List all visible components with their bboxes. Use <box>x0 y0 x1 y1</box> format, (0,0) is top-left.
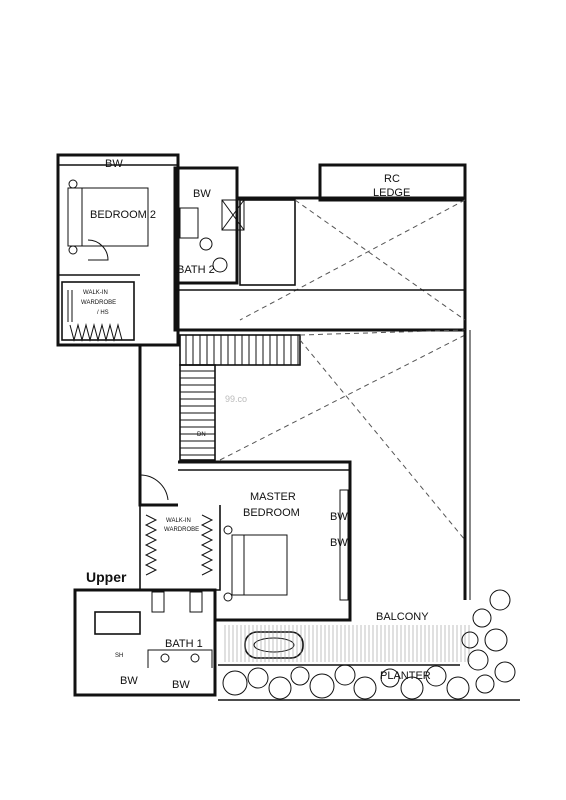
walk-in-wardrobe-hs-label-2: WARDROBE <box>81 300 116 306</box>
planter-label: PLANTER <box>380 670 431 682</box>
master-bw-label-2: BW <box>330 537 348 549</box>
master-bedroom-label-1: MASTER <box>250 491 296 503</box>
rc-ledge-label-1: RC <box>384 173 400 185</box>
rc-ledge-label-2: LEDGE <box>373 187 410 199</box>
master-walk-in-label-1: WALK-IN <box>166 518 191 524</box>
master-bedroom-label-2: BEDROOM <box>243 507 300 519</box>
bath-2-area <box>173 166 245 285</box>
walk-in-wardrobe-hs-label-1: WALK-IN <box>83 290 108 296</box>
planter-stones <box>218 589 520 701</box>
master-bedroom-area <box>178 460 352 622</box>
master-bw-label-1: BW <box>330 511 348 523</box>
rc-ledge-area <box>237 163 467 330</box>
bedroom-2-bw-label: BW <box>105 158 123 170</box>
staircase <box>179 329 466 461</box>
bath-1-area <box>73 588 217 697</box>
bath-1-sh-label: SH <box>115 653 123 659</box>
bedroom-2-area <box>56 153 180 347</box>
balcony-decking <box>224 625 470 662</box>
bath-1-bw-label-1: BW <box>120 675 138 687</box>
bath-1-bw-label-2: BW <box>172 679 190 691</box>
stair-dn-label: DN <box>197 432 206 438</box>
bath-2-bw-label: BW <box>193 188 211 200</box>
walk-in-wardrobe-hs <box>61 281 135 342</box>
level-label: Upper <box>86 569 127 585</box>
balcony-label: BALCONY <box>376 611 429 623</box>
bath-2-label: BATH 2 <box>177 264 215 276</box>
bedroom-2-label: BEDROOM 2 <box>90 209 156 221</box>
bathtub <box>244 631 304 659</box>
master-walk-in-label-2: WARDROBE <box>164 527 199 533</box>
bath-1-label: BATH 1 <box>165 638 203 650</box>
watermark: 99.co <box>225 394 247 404</box>
walk-in-wardrobe-hs-label-3: / HS <box>97 310 109 316</box>
